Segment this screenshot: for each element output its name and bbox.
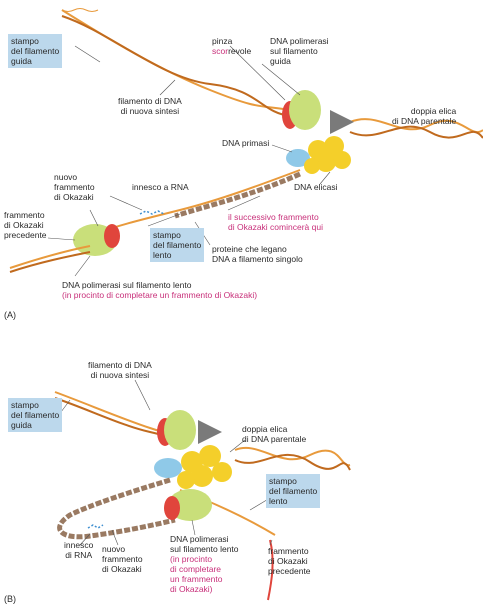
panel-a-tag: (A) — [4, 310, 16, 320]
panel-b-label-template-lag: stampo del filamento lento — [266, 474, 321, 508]
panel-a-leader-lines — [47, 45, 331, 277]
panel-b-leading-polymerase — [164, 410, 196, 450]
panel-a-rna-primer — [139, 210, 165, 215]
label-line: guida — [11, 56, 32, 66]
panel-a-label-prev-okazaki: frammento di Okazaki precedente — [4, 210, 47, 240]
panel-b-lagging-clamp — [164, 496, 180, 520]
panel-a-label-rna-primer: innesco a RNA — [132, 182, 189, 192]
panel-b-label-prev-okazaki: frammento di Okazaki precedente — [268, 546, 311, 576]
panel-a-label-primase: DNA primasi — [222, 138, 270, 148]
panel-a-label-next-okazaki: il successivo frammento di Okazaki comin… — [228, 212, 323, 232]
panel-a-label-new-strand: filamento di DNA di nuova sintesi — [118, 96, 182, 116]
panel-b-leader-lines — [54, 379, 273, 546]
panel-a-ssb-proteins — [174, 171, 302, 219]
panel-b-helicase — [177, 445, 232, 489]
panel-a-label-ssb: proteine che legano DNA a filamento sing… — [212, 244, 303, 264]
panel-a-parental-helix — [349, 118, 483, 139]
panel-a-label-clamp: pinza scorrevole — [212, 36, 252, 56]
panel-a-primase — [286, 149, 310, 167]
panel-b-label-new-okazaki: nuovo frammento di Okazaki — [102, 544, 143, 574]
panel-b-primase — [154, 458, 182, 478]
label-line: stampo — [11, 36, 39, 46]
panel-b-label-rna-primer: innesco di RNA — [64, 540, 94, 560]
panel-b-tag: (B) — [4, 594, 16, 604]
panel-a-label-new-okazaki: nuovo frammento di Okazaki — [54, 172, 95, 202]
panel-a-label-leading-polymerase: DNA polimerasi sul filamento guida — [270, 36, 329, 66]
panel-a-label-template-lag: stampo del filamento lento — [150, 228, 205, 262]
panel-a-label-helicase: DNA elicasi — [294, 182, 338, 192]
panel-a-leading-strand — [61, 8, 291, 117]
panel-b-rna-primer — [87, 524, 104, 529]
panel-a-lagging-strand — [99, 169, 302, 233]
label-line: del filamento — [11, 46, 60, 56]
panel-b-parental-helix — [234, 447, 351, 471]
panel-b-label-parental-helix: doppia elica di DNA parentale — [242, 424, 307, 444]
panel-b-label-template-lead: stampo del filamento guida — [8, 398, 63, 432]
panel-a-label-lagging-polymerase: DNA polimerasi sul filamento lento (in p… — [62, 280, 258, 300]
panel-a-label-parental-helix: doppia elica di DNA parentale — [392, 106, 457, 126]
panel-b-label-new-strand: filamento di DNA di nuova sintesi — [88, 360, 152, 380]
panel-a-art — [9, 8, 483, 277]
panel-a-helicase — [304, 136, 351, 174]
panel-b-art — [54, 379, 351, 601]
panel-a-lagging-clamp — [104, 224, 120, 248]
panel-a-leading-polymerase — [289, 90, 321, 130]
panel-b-label-lagging-polymerase: DNA polimerasi sul filamento lento (in p… — [170, 534, 239, 594]
panel-a-label-template-lead: stampo del filamento guida — [8, 34, 63, 68]
